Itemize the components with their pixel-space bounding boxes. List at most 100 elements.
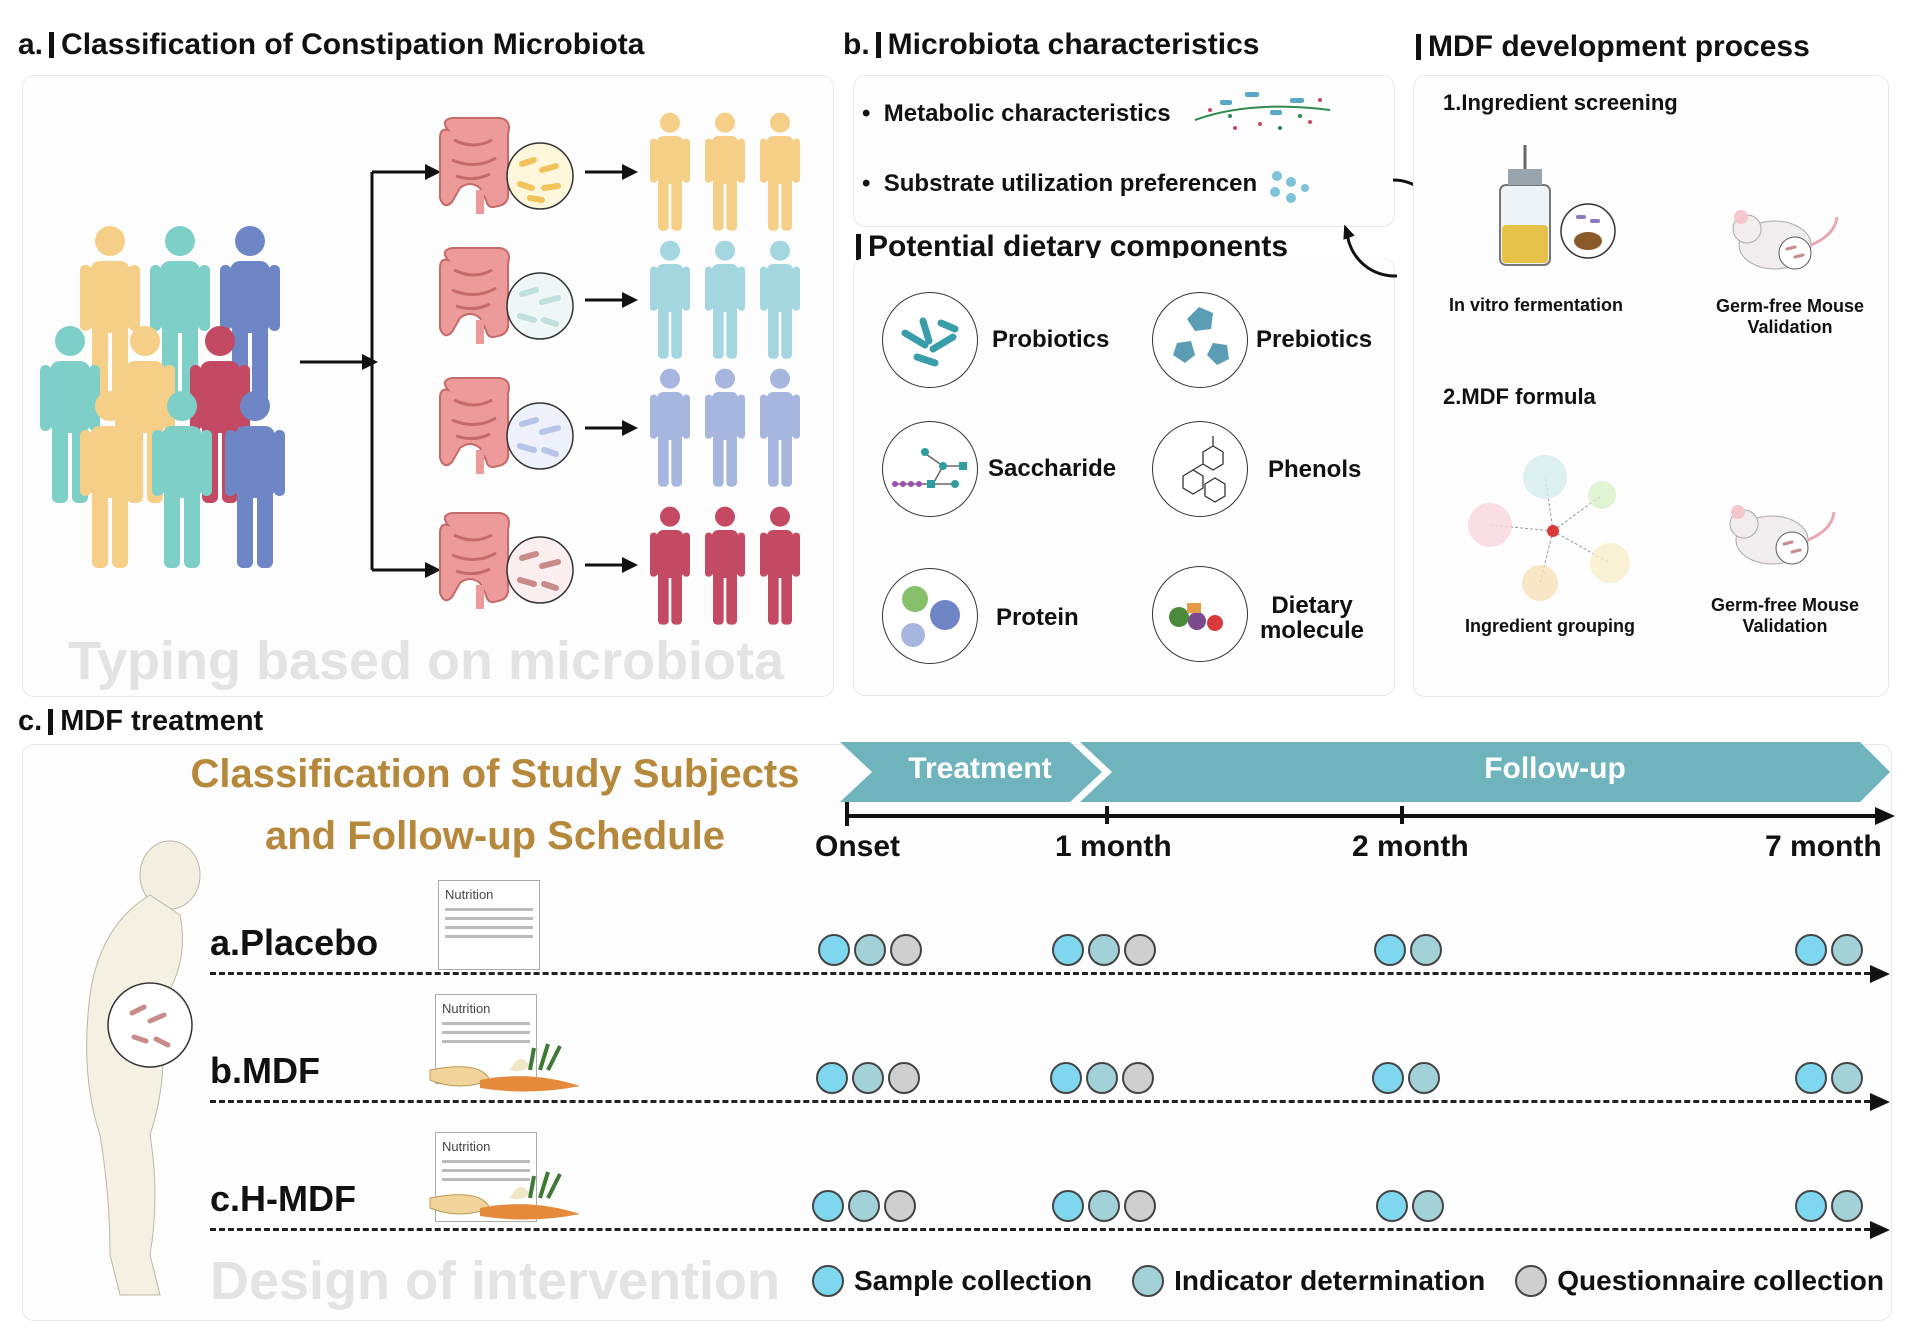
questionnaire-dot [1124, 934, 1156, 966]
dots-mdf-1m [1050, 1062, 1158, 1094]
dietary-molecule-label: Dietary molecule [1252, 593, 1372, 643]
indicator-dot [1410, 934, 1442, 966]
indicator-dot [1408, 1062, 1440, 1094]
title-bar [1416, 34, 1421, 60]
grouping-label: Ingredient grouping [1465, 616, 1635, 636]
title-bar [875, 32, 881, 58]
panel-a-title: a. Classification of Constipation Microbi… [18, 28, 644, 62]
sample-collection-dot [1376, 1190, 1408, 1222]
indicator-dot [1088, 1190, 1120, 1222]
phase-followup-label: Follow-up [1484, 752, 1626, 785]
dots-hmdf-1m [1052, 1190, 1160, 1222]
timeline-axis [845, 814, 1885, 818]
patient-silhouette [86, 840, 201, 1296]
probiotics-label: Probiotics [992, 326, 1110, 353]
dots-placebo-7m [1795, 934, 1867, 966]
timepoint-2-month: 2 month [1352, 830, 1469, 863]
legend-sample-swatch [812, 1265, 844, 1297]
metabolite-scatter-icon [1194, 92, 1331, 130]
legend-questionnaire-swatch [1515, 1265, 1548, 1297]
dots-mdf-2m [1372, 1062, 1444, 1094]
mdf-dev-title: MDF development process [1410, 30, 1810, 64]
indicator-dot [1831, 1190, 1863, 1222]
nutrition-card-placebo: Nutrition [438, 880, 540, 970]
group-hmdf-label: c.H-MDF [210, 1178, 356, 1219]
invitro-label: In vitro fermentation [1448, 295, 1623, 315]
sample-collection-dot [816, 1062, 848, 1094]
indicator-dot [848, 1190, 880, 1222]
probiotics-icon [882, 292, 978, 388]
panel-b-top-box [853, 75, 1395, 227]
legend: Sample collection Indicator determinatio… [812, 1265, 1884, 1297]
dots-hmdf-7m [1795, 1190, 1867, 1222]
legend-sample-label: Sample collection [854, 1265, 1093, 1296]
legend-indicator-label: Indicator determination [1174, 1265, 1486, 1296]
timeline-placebo [210, 972, 1870, 975]
tick-onset [845, 802, 849, 826]
group-placebo-label: a.Placebo [210, 922, 379, 963]
saccharide-label: Saccharide [988, 455, 1117, 482]
timeline-placebo-arrow [1870, 965, 1890, 983]
sample-collection-dot [1052, 934, 1084, 966]
dots-mdf-7m [1795, 1062, 1867, 1094]
grouped-people [650, 112, 800, 625]
group-mdf-label: b.MDF [210, 1050, 320, 1091]
timeline-mdf [210, 1100, 1870, 1103]
phase-banner [840, 742, 1890, 802]
indicator-dot [1412, 1190, 1444, 1222]
timepoint-1-month: 1 month [1055, 830, 1172, 863]
dots-placebo-2m [1374, 934, 1446, 966]
dots-hmdf-onset [812, 1190, 920, 1222]
sample-collection-dot [1372, 1062, 1404, 1094]
timeline-arrowhead [1875, 807, 1895, 825]
mdf-dev-title-text: MDF development process [1428, 30, 1810, 63]
title-bar [856, 234, 861, 260]
panel-c-letter: c. [18, 705, 43, 737]
panel-a-title-text: Classification of Constipation Microbiot… [61, 28, 645, 61]
indicator-dot [852, 1062, 884, 1094]
dietary-molecule-icon [1152, 566, 1248, 662]
panel-b-title-text: Microbiota characteristics [887, 28, 1260, 61]
panel-a-letter: a. [18, 28, 44, 61]
sample-collection-dot [812, 1190, 844, 1222]
title-bar [48, 708, 54, 735]
branch-arrows [300, 164, 638, 578]
saccharide-icon [882, 421, 978, 517]
timeline-hmdf-arrow [1870, 1221, 1890, 1239]
mouse-icon-1 [1732, 210, 1839, 270]
legend-questionnaire-label: Questionnaire collection [1557, 1265, 1884, 1296]
bullet-metabolic: • Metabolic characteristics [862, 100, 1171, 127]
questionnaire-dot [890, 934, 922, 966]
panel-b-title: b. Microbiota characteristics [843, 28, 1259, 62]
tick-2-month [1400, 806, 1404, 824]
sample-collection-dot [1052, 1190, 1084, 1222]
questionnaire-dot [884, 1190, 916, 1222]
panel-c-title-text: MDF treatment [60, 705, 264, 737]
phenols-icon [1152, 421, 1248, 517]
dots-hmdf-2m [1376, 1190, 1448, 1222]
substrate-dots-icon [1270, 171, 1309, 203]
sample-collection-dot [1795, 1062, 1827, 1094]
indicator-dot [1831, 934, 1863, 966]
sample-collection-dot [1795, 1190, 1827, 1222]
dots-placebo-onset [818, 934, 926, 966]
panel-c-watermark: Design of intervention [210, 1251, 781, 1311]
questionnaire-dot [1124, 1190, 1156, 1222]
germfree-label-2: Germ-free Mouse Validation [1710, 595, 1860, 636]
sample-collection-dot [1374, 934, 1406, 966]
germfree-label-1: Germ-free Mouse Validation [1715, 296, 1865, 337]
indicator-dot [1831, 1062, 1863, 1094]
timepoint-onset: Onset [815, 830, 901, 863]
title-bar [49, 32, 55, 58]
indicator-dot [1088, 934, 1120, 966]
microbe-circles [506, 142, 574, 604]
dietary-molecule-text: Dietary molecule [1259, 592, 1365, 644]
protein-icon [882, 568, 978, 664]
indicator-dot [854, 934, 886, 966]
prebiotics-label: Prebiotics [1256, 326, 1373, 353]
dietary-title: Potential dietary components [850, 230, 1288, 264]
panel-b-letter: b. [843, 28, 870, 61]
mouse-icon-2 [1729, 505, 1836, 565]
mdf-dev-box [1413, 75, 1889, 697]
tick-1-month [1105, 806, 1109, 824]
